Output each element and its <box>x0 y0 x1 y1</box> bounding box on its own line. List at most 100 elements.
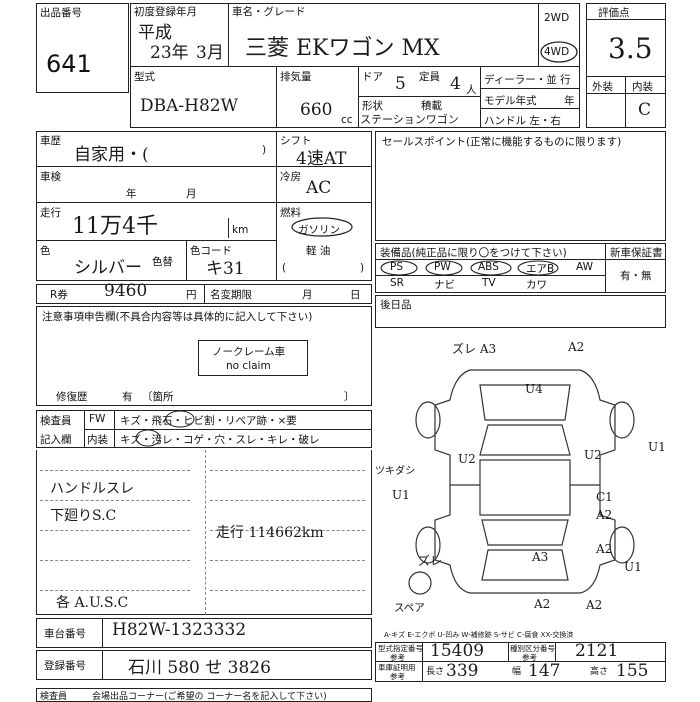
damage-mark-rear-glass: A3 <box>532 550 549 564</box>
new-warranty-label: 新車保証書 <box>610 247 663 259</box>
drive-4wd: 4WD <box>544 46 570 58</box>
history-label: 車歴 <box>40 135 61 147</box>
corner-text: 会場出品コーナー(ご希望の コーナー名を記入して下さい) <box>92 692 327 702</box>
dims-label: 車庫証明用 <box>378 663 416 672</box>
inspector-int: 内装 <box>87 434 108 446</box>
width-value: 147 <box>528 661 561 681</box>
repair-part: 〔箇所 <box>142 391 174 403</box>
fuel-open: ( <box>282 262 287 274</box>
chassis-label: 車台番号 <box>44 628 86 640</box>
color-code-label: 色コード <box>190 245 232 257</box>
ac-value: AC <box>306 178 332 198</box>
mileage-label: 走行 <box>40 207 61 219</box>
dims-ref: 参考 <box>390 672 405 681</box>
lot-number-box <box>36 3 129 93</box>
width-label: 幅 <box>512 667 522 677</box>
damage-mark-right-side: U1 <box>648 440 666 454</box>
inspector-fw: FW <box>89 413 106 425</box>
damage-mark-front-right: A2 <box>568 340 585 354</box>
door-label: ドア <box>362 71 383 83</box>
color-value: シルバー <box>74 258 142 278</box>
length-value: 339 <box>446 661 479 681</box>
type-cert-ref: 参考 <box>390 653 405 662</box>
car-damage-diagram <box>408 369 635 595</box>
car-name-label: 車名・グレード <box>232 6 306 18</box>
spare-label: スペア <box>394 602 425 614</box>
equipment-box <box>375 243 666 293</box>
displacement-value: 660 <box>300 100 333 120</box>
r-ticket-value: 9460 <box>104 281 148 301</box>
no-claim-stamp <box>198 340 308 376</box>
after-item-label: 後日品 <box>380 299 412 311</box>
type-class-label: 種別区分番号 <box>510 644 555 653</box>
sales-point-label: セールスポイント(正常に機能するものに限ります) <box>382 136 622 148</box>
color-code-value: キ31 <box>206 259 245 279</box>
mileage-unit: km <box>232 224 249 236</box>
history-value: 自家用・( <box>74 145 149 165</box>
car-info-box <box>130 3 580 128</box>
grade-label: 評価点 <box>598 7 630 19</box>
inspect-month: 月 <box>186 188 197 200</box>
door-value: 5 <box>395 74 406 94</box>
chassis-value: H82W-1323332 <box>112 620 247 640</box>
height-label: 高さ <box>590 667 609 677</box>
equip-ps: PS <box>390 261 403 273</box>
damage-mark-bumper-left: A2 <box>534 597 551 611</box>
length-label: 長さ <box>426 667 445 677</box>
inspect-label: 車検 <box>40 171 61 183</box>
no-claim-en: no claim <box>226 360 271 372</box>
remark-line-2: 下廻りS.C <box>50 508 117 524</box>
inspector-fw-text: キズ・飛石・ヒビ割・リペア跡・×要 <box>120 415 297 427</box>
inspector-label-1: 検査員 <box>40 415 72 427</box>
shape-label: 形状 <box>362 100 383 112</box>
lot-number: 641 <box>46 50 92 78</box>
displacement-label: 排気量 <box>280 71 312 83</box>
fuel-gas: ガソリン <box>298 224 340 236</box>
lot-label: 出品番号 <box>40 7 82 19</box>
notes-box <box>36 306 372 406</box>
remark-line-4: 各 A.U.S.C <box>56 595 129 611</box>
equip-tv: TV <box>482 277 496 289</box>
damage-mark-left-protrusion: ツキダシ <box>375 466 416 477</box>
equip-airbag: エアB <box>526 263 555 275</box>
repair-label: 修復歴 <box>56 391 88 403</box>
handle-label: ハンドル 左・右 <box>484 115 561 127</box>
transfer-month: 月 <box>302 289 313 301</box>
notes-label: 注意事項申告欄(不具合内容等は具体的に記入して下さい) <box>42 311 313 323</box>
capacity-value: 4 <box>450 74 461 94</box>
equipment-label: 装備品(純正品に限り〇をつけて下さい) <box>380 247 567 259</box>
type-class-ref: 参考 <box>522 653 537 662</box>
shape-value: ステーションワゴン <box>360 113 459 126</box>
remark-line-1: ハンドルスレ <box>50 481 134 497</box>
repair-close: 〕 <box>344 391 355 403</box>
damage-mark-rear-left: ズレ <box>418 554 443 568</box>
damage-mark-right-rear: C1 <box>596 490 613 504</box>
equip-pw: PW <box>434 261 451 273</box>
equip-aw: AW <box>576 261 593 273</box>
damage-mark-bumper-right: A2 <box>586 598 603 612</box>
type-class-value: 2121 <box>575 641 619 661</box>
damage-mark-right-rear-2: A2 <box>596 508 613 522</box>
history-box <box>36 131 372 281</box>
transfer-day: 日 <box>350 289 361 301</box>
car-name-value: 三菱 EKワゴン MX <box>245 36 440 61</box>
drive-4wd-circle <box>540 41 578 63</box>
registration-label: 登録番号 <box>44 660 86 672</box>
shift-label: シフト <box>280 135 312 147</box>
mileage-value: 11万4千 <box>72 214 158 239</box>
color-label: 色 <box>40 245 51 257</box>
spec-box <box>375 642 666 682</box>
remarks-box <box>36 450 372 615</box>
damage-mark-front-left: ズレ A3 <box>452 342 497 356</box>
after-item-box <box>375 295 666 328</box>
inspector-circles <box>135 410 195 447</box>
dealer-label: ディーラー・並 行 <box>484 74 571 86</box>
fuel-gas-circle <box>291 217 353 237</box>
type-cert-value: 15409 <box>430 641 485 661</box>
damage-mark-left-side: U1 <box>392 488 410 502</box>
ac-label: 冷房 <box>280 171 301 183</box>
fuel-label: 燃料 <box>280 207 301 219</box>
model-label: 型式 <box>134 71 155 83</box>
drive-2wd: 2WD <box>544 12 570 24</box>
sales-point-box <box>375 131 666 241</box>
